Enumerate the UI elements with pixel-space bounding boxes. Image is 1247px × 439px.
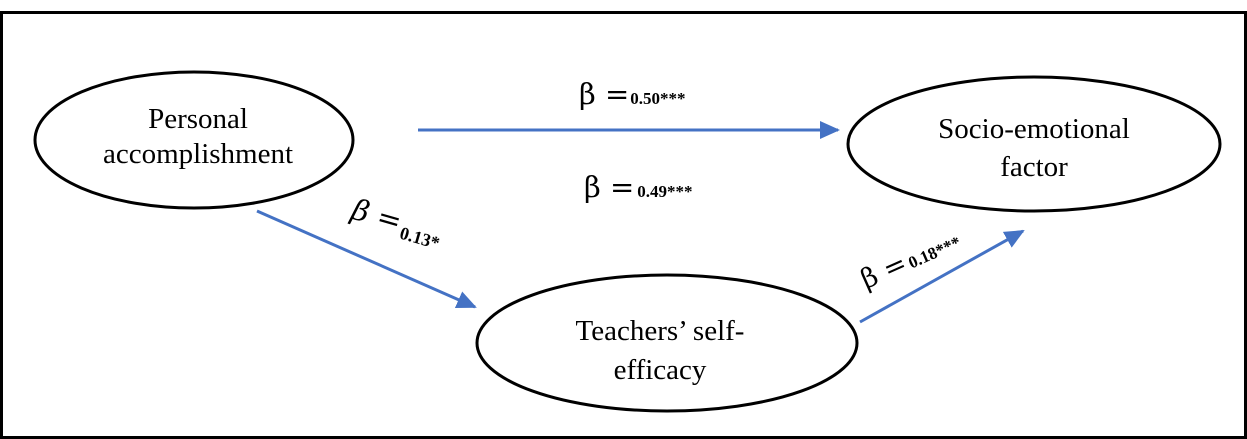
node-personal-accomplishment-line1: Personal xyxy=(148,103,248,135)
node-socio-emotional-factor: Socio-emotional factor xyxy=(846,75,1222,213)
label-b-path: β =0.18*** xyxy=(856,224,965,296)
label-total-effect-value: 0.49*** xyxy=(637,182,692,201)
node-personal-accomplishment: Personal accomplishment xyxy=(33,70,355,210)
label-direct-effect-text: β =0.50*** xyxy=(579,77,686,111)
label-total-effect-beta: β = xyxy=(584,170,634,204)
label-total-effect: β =0.49*** xyxy=(584,170,693,204)
label-a-path-text: β =0.13* xyxy=(346,192,446,253)
node-teachers-self-efficacy-line1: Teachers’ self- xyxy=(576,315,745,347)
label-direct-effect: β =0.50*** xyxy=(579,77,686,111)
label-b-path-value: 0.18*** xyxy=(905,233,963,273)
node-personal-accomplishment-line2: accomplishment xyxy=(103,138,293,170)
arrow-b-path xyxy=(859,229,1025,324)
node-teachers-self-efficacy: Teachers’ self- efficacy xyxy=(475,273,859,413)
node-teachers-self-efficacy-line2: efficacy xyxy=(614,354,707,386)
node-personal-accomplishment-ellipse xyxy=(33,70,355,210)
label-direct-effect-value: 0.50*** xyxy=(630,89,685,108)
label-b-path-beta: β = xyxy=(856,248,911,295)
label-a-path-beta: β = xyxy=(347,192,406,239)
node-socio-emotional-factor-line2: factor xyxy=(1000,151,1068,183)
label-total-effect-text: β =0.49*** xyxy=(584,170,693,204)
label-direct-effect-beta: β = xyxy=(579,77,629,111)
label-a-path: β =0.13* xyxy=(346,192,446,253)
label-a-path-value: 0.13* xyxy=(398,223,442,253)
node-socio-emotional-factor-ellipse xyxy=(846,75,1222,213)
node-teachers-self-efficacy-ellipse xyxy=(475,273,859,413)
label-b-path-text: β =0.18*** xyxy=(856,224,965,295)
arrow-a-path xyxy=(256,209,477,309)
node-socio-emotional-factor-line1: Socio-emotional xyxy=(938,113,1130,145)
figure-frame xyxy=(0,11,1247,439)
